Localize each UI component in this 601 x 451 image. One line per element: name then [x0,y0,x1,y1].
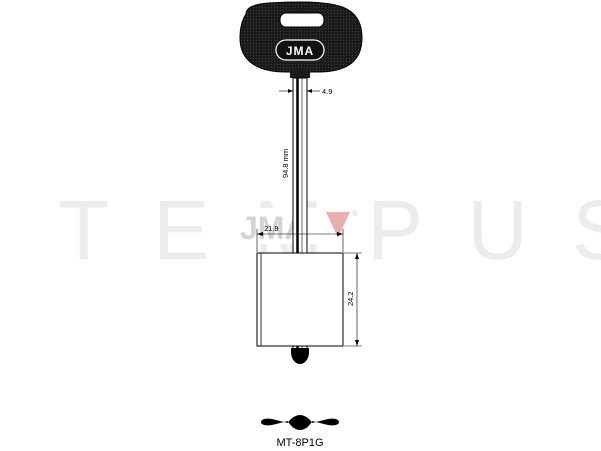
key-head: JMA [239,1,363,78]
bit-outline [256,252,344,347]
dimension-bit-width: 21.9 [256,224,344,252]
key-bow [239,1,363,73]
key-bit [256,252,344,347]
dimension-bit-height: 24.2 [344,252,362,347]
key-profile-section: MT-8P1G [261,415,339,449]
dimension-bit-height-label: 24.2 [346,291,355,306]
key-head-logo-plate [275,39,325,61]
key-tip [291,348,309,364]
key-head-logo: JMA [286,44,314,58]
dimension-shank-width-label: 4.9 [322,87,332,96]
key-collar [290,70,310,78]
dimension-shank-length-label: 94.8 mm [281,149,290,178]
profile-code-label: MT-8P1G [276,437,323,449]
dimension-bit-width-label: 21.9 [264,224,279,233]
watermark-registered-mark: ® [352,209,358,218]
watermark-logo-red-mark [326,212,350,238]
profile-shape [261,415,339,430]
dimension-shank-width: 4.9 [279,83,332,98]
key-hanging-hole [279,12,325,28]
